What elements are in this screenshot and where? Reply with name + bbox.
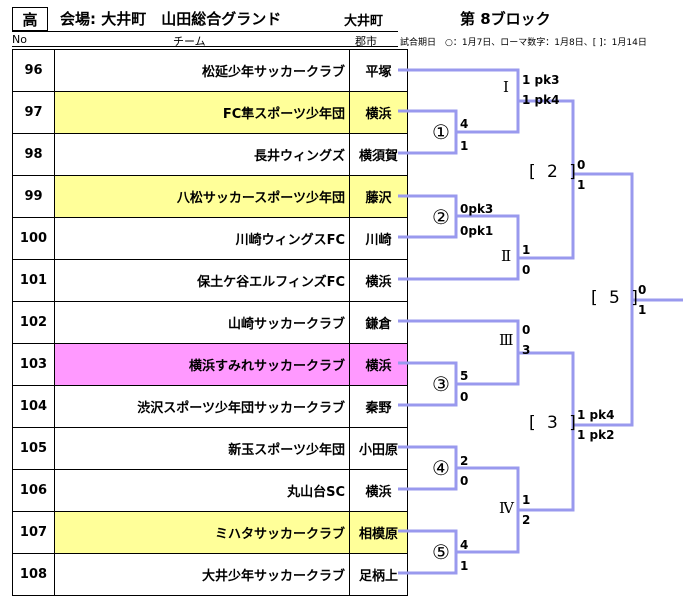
round-3-label: Ⅲ	[499, 331, 514, 349]
match-2-label: ②	[432, 205, 450, 229]
team-name: 新玉スポーツ少年団	[54, 427, 350, 470]
round-1-score-top: 1 pk3	[522, 73, 560, 87]
team-name: 八松サッカースポーツ少年団	[54, 175, 350, 218]
match-2-score-bottom: 0pk1	[460, 224, 494, 238]
team-name: 保土ケ谷エルフィンズFC	[54, 259, 350, 302]
team-name: FC隼スポーツ少年団	[54, 91, 350, 134]
bracket-line	[518, 99, 575, 260]
round-3-score-bottom: 3	[522, 343, 531, 357]
match-1-score-top: 4	[460, 117, 469, 131]
match-1-score-bottom: 1	[460, 139, 469, 153]
semi-2-score-bottom: 1	[577, 178, 586, 192]
match-3-score-top: 5	[460, 369, 469, 383]
team-number: 104	[12, 385, 55, 428]
match-5-label: ⑤	[432, 540, 450, 564]
match-5-score-bottom: 1	[460, 559, 469, 573]
column-divider	[12, 46, 398, 47]
match-3-label: ③	[432, 372, 450, 396]
final-label: [ 5 ]	[591, 288, 641, 308]
round-4-score-bottom: 2	[522, 513, 531, 527]
col-header-no: No	[12, 33, 27, 46]
bracket-line	[518, 351, 575, 512]
team-name: ミハタサッカークラブ	[54, 511, 350, 554]
venue-short: 大井町	[344, 14, 384, 29]
category-badge: 高	[12, 7, 48, 31]
team-number: 101	[12, 259, 55, 302]
match-3-score-bottom: 0	[460, 390, 469, 404]
round-1-label: Ⅰ	[503, 78, 509, 96]
team-city: 秦野	[349, 385, 408, 428]
team-name: 丸山台SC	[54, 469, 350, 512]
block-title: 第 8ブロック	[460, 10, 551, 28]
semi-3-score-top: 1 pk4	[577, 408, 615, 422]
team-name: 松延少年サッカークラブ	[54, 49, 350, 92]
team-name: 川崎ウィングスFC	[54, 217, 350, 260]
team-number: 98	[12, 133, 55, 176]
round-2-label: Ⅱ	[501, 247, 512, 265]
round-4-score-top: 1	[522, 493, 531, 507]
match-1-label: ①	[432, 120, 450, 144]
team-name: 長井ウィングズ	[54, 133, 350, 176]
header-divider	[12, 31, 398, 32]
match-4-score-bottom: 0	[460, 474, 469, 488]
venue-title: 会場: 大井町 山田総合グランド	[60, 10, 282, 28]
round-4-label: Ⅳ	[499, 499, 514, 517]
bracket-line	[398, 68, 520, 134]
semi-2-label: [ 2 ]	[529, 162, 579, 182]
team-name: 大井少年サッカークラブ	[54, 553, 350, 596]
team-number: 107	[12, 511, 55, 554]
team-city: 相模原	[349, 511, 408, 554]
col-header-team: チーム	[173, 35, 206, 48]
semi-3-label: [ 3 ]	[529, 413, 579, 433]
team-city: 藤沢	[349, 175, 408, 218]
team-name: 横浜すみれサッカークラブ	[54, 343, 350, 386]
team-city: 平塚	[349, 49, 408, 92]
final-score-top: 0	[638, 283, 647, 297]
col-header-city: 郡市	[355, 35, 377, 48]
bracket-line	[398, 214, 520, 281]
team-name: 渋沢スポーツ少年団サッカークラブ	[54, 385, 350, 428]
semi-2-score-top: 0	[577, 158, 586, 172]
team-number: 100	[12, 217, 55, 260]
round-2-score-top: 1	[522, 243, 531, 257]
match-2-score-top: 0pk3	[460, 202, 494, 216]
match-4-score-top: 2	[460, 454, 469, 468]
final-score-bottom: 1	[638, 303, 647, 317]
match-5-score-top: 4	[460, 538, 469, 552]
date-legend: 試合期日 ○：1月7日、ローマ数字：1月8日、[ ]：1月14日	[400, 38, 647, 48]
round-2-score-bottom: 0	[522, 263, 531, 277]
semi-3-score-bottom: 1 pk2	[577, 428, 615, 442]
round-1-score-bottom: 1 pk4	[522, 93, 560, 107]
round-3-score-top: 0	[522, 323, 531, 337]
team-number: 108	[12, 553, 55, 596]
team-number: 106	[12, 469, 55, 512]
match-4-label: ④	[432, 456, 450, 480]
team-number: 105	[12, 427, 55, 470]
